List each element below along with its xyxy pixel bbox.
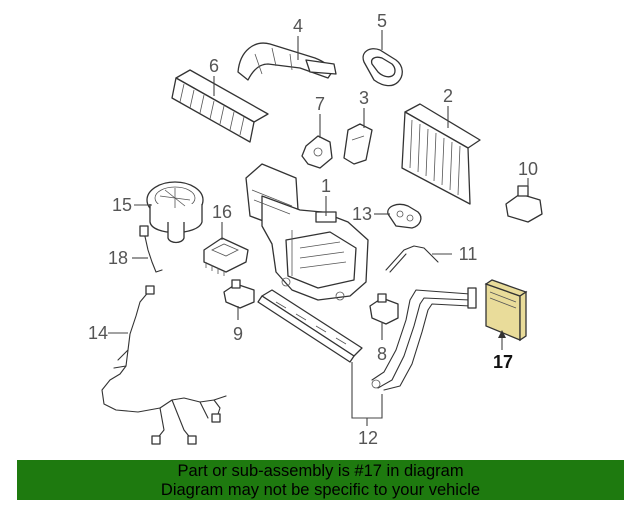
banner-line-2: Diagram may not be specific to your vehi… xyxy=(160,481,481,499)
callout-15: 15 xyxy=(112,195,132,215)
part-11-hose xyxy=(385,245,439,273)
part-5-seal xyxy=(362,48,403,87)
part-3-sensor xyxy=(343,123,373,165)
part-13-grommet xyxy=(387,203,422,229)
callout-5: 5 xyxy=(377,11,387,31)
part-14-wiring-harness xyxy=(101,285,227,445)
leader-17-arrowhead xyxy=(498,330,506,338)
callout-4: 4 xyxy=(293,16,303,36)
part-18-temp-sensor xyxy=(139,225,163,273)
callout-18: 18 xyxy=(108,248,128,268)
part-9-actuator xyxy=(223,279,255,309)
part-17-side xyxy=(519,290,527,342)
callout-11: 11 xyxy=(459,244,478,264)
callout-17: 17 xyxy=(493,352,513,372)
part-6-cabin-filter xyxy=(171,69,269,143)
banner-line-1: Part or sub-assembly is #17 in diagram xyxy=(177,462,464,480)
part-15-blower-motor xyxy=(146,181,204,244)
part-7-actuator xyxy=(301,135,333,169)
callout-14: 14 xyxy=(88,323,108,343)
callout-2: 2 xyxy=(443,86,453,106)
callout-10: 10 xyxy=(518,159,538,179)
callout-6: 6 xyxy=(209,56,219,76)
info-banner: Part or sub-assembly is #17 in diagram D… xyxy=(17,460,624,500)
callout-1: 1 xyxy=(321,176,331,196)
callout-7: 7 xyxy=(315,94,325,114)
callout-3: 3 xyxy=(359,88,369,108)
parts-diagram: 6 4 5 3 2 7 10 xyxy=(88,11,543,448)
part-17-highlighted-module xyxy=(484,279,528,342)
part-16-control-module xyxy=(203,237,249,276)
part-12-duct-and-pipes xyxy=(257,287,477,391)
part-1-hvac-housing xyxy=(245,163,369,301)
callout-12: 12 xyxy=(358,428,378,448)
callout-16: 16 xyxy=(212,202,232,222)
part-2-evaporator-core xyxy=(401,103,481,205)
leader-12 xyxy=(351,362,383,419)
part-8-actuator xyxy=(369,293,399,325)
callout-9: 9 xyxy=(233,324,243,344)
callout-8: 8 xyxy=(377,344,387,364)
callout-13: 13 xyxy=(352,204,372,224)
part-10-module xyxy=(505,185,543,223)
part-4-air-duct xyxy=(237,42,337,81)
